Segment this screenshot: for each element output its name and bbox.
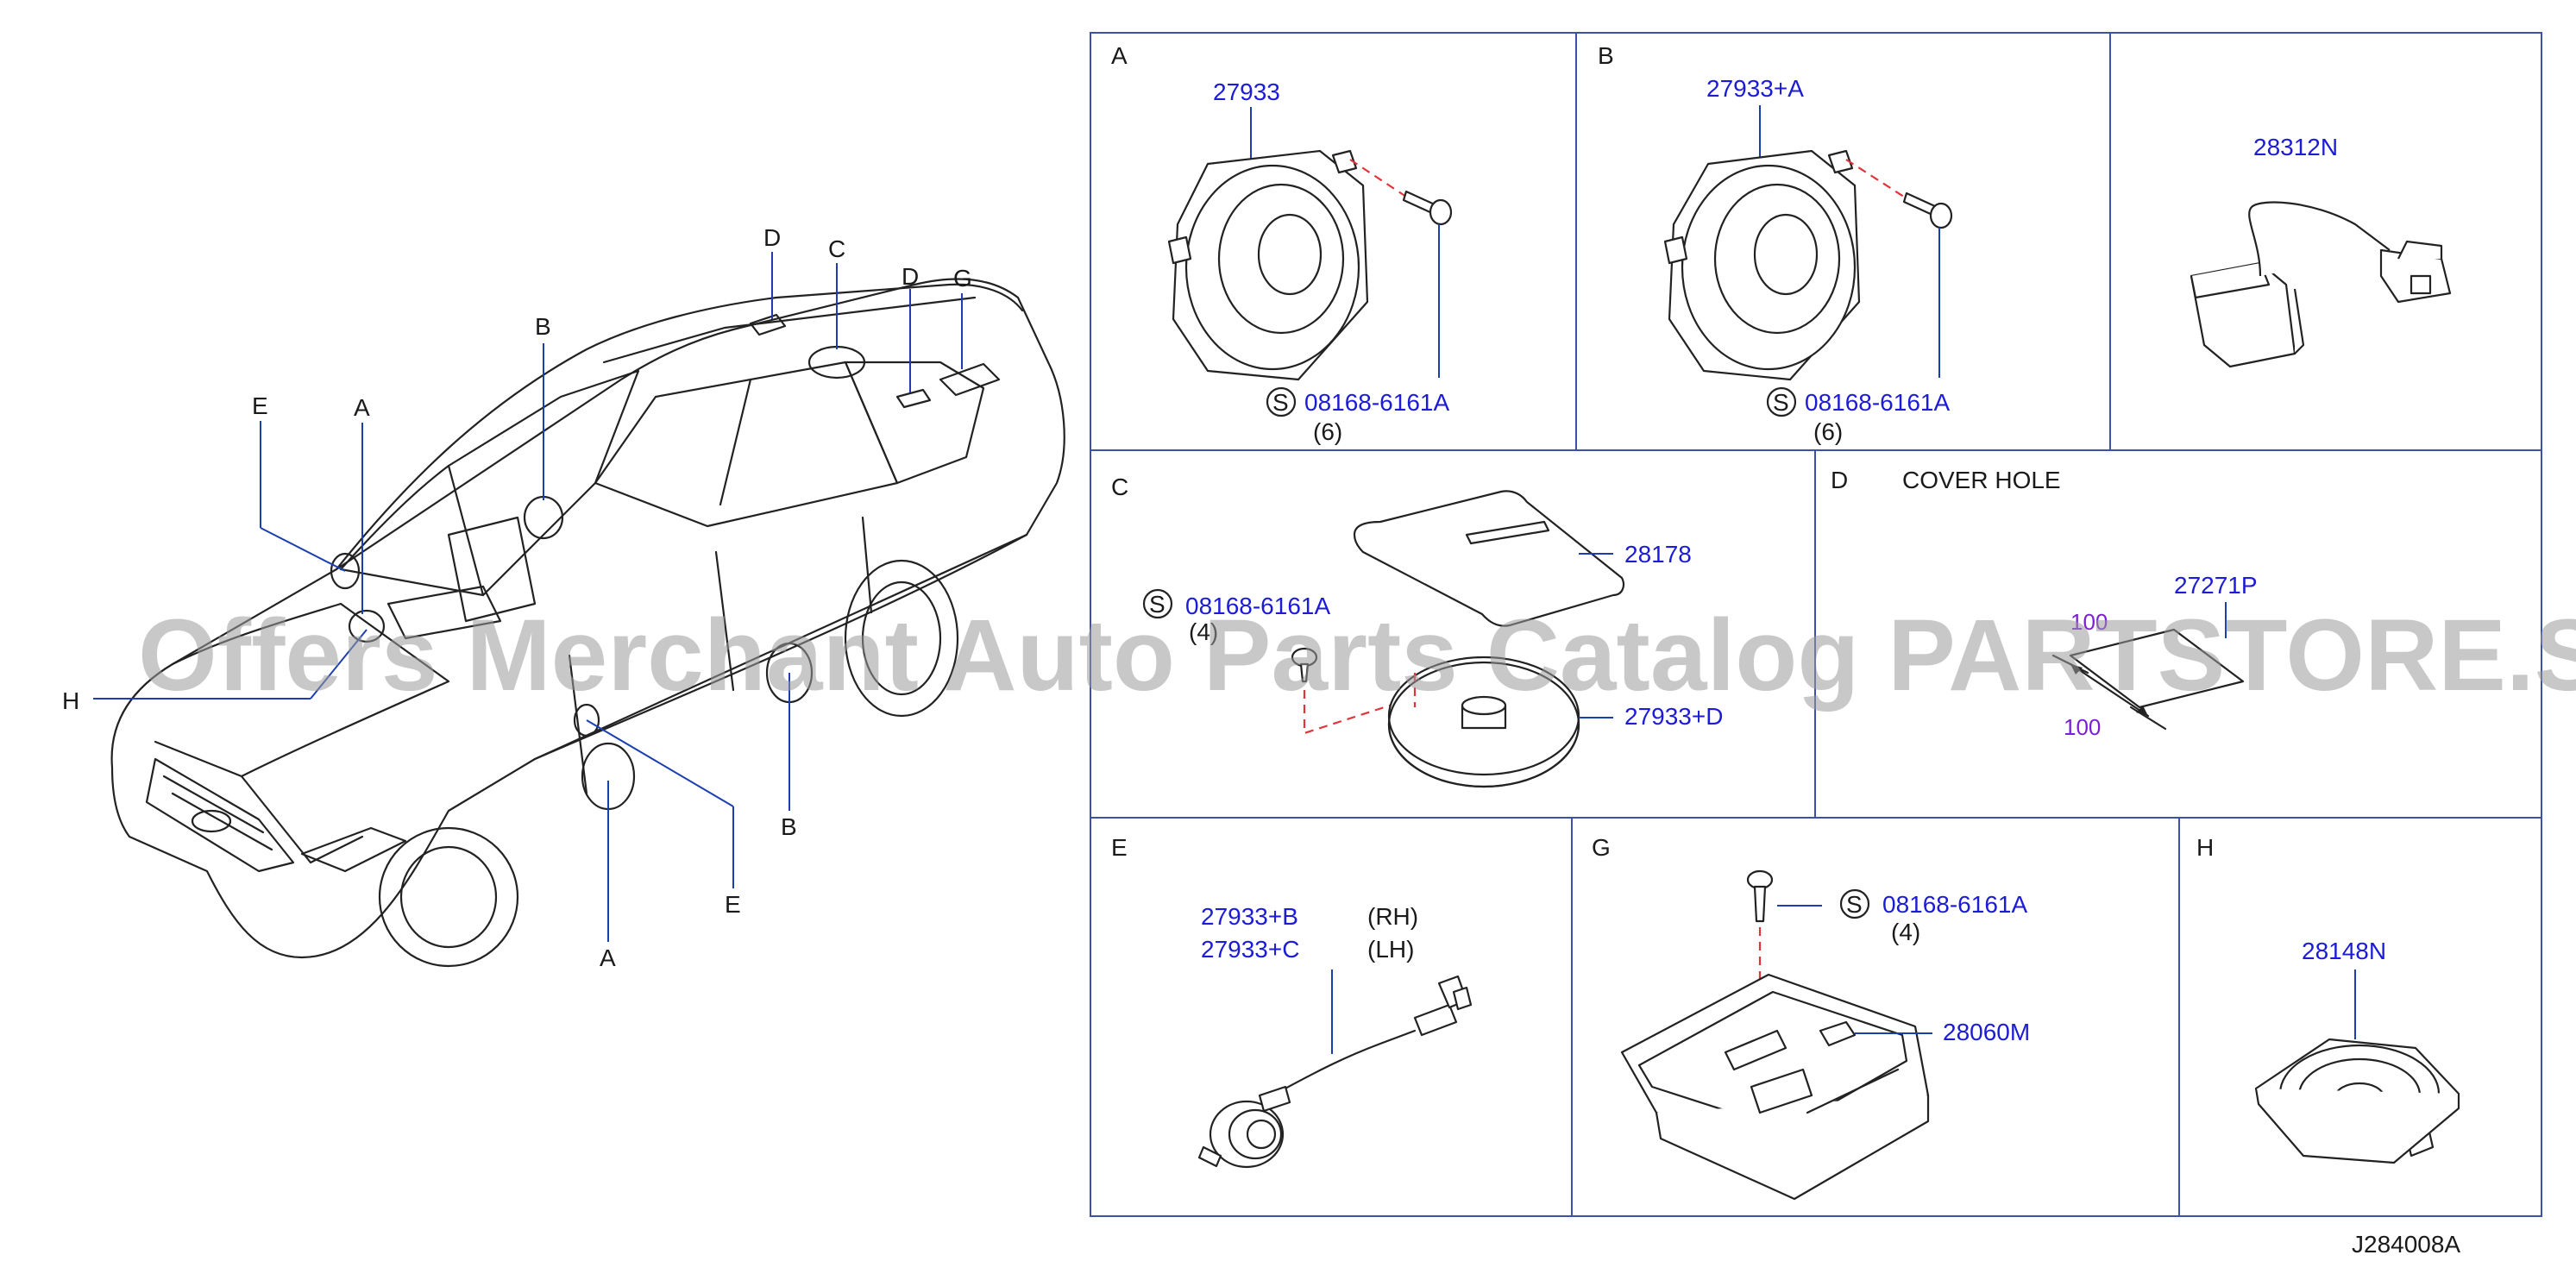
panel-c-speaker-number: 27933+D xyxy=(1624,703,1723,730)
callout-d-1: D xyxy=(763,224,781,251)
tweeter-icon xyxy=(1197,975,1473,1169)
screw-icon xyxy=(1402,190,1453,226)
panel-e-rh: (RH) xyxy=(1367,903,1418,930)
panel-g-screw-number: 08168-6161A xyxy=(1882,891,2027,918)
panel-c-cover-number: 28178 xyxy=(1624,541,1692,568)
panel-b-screw-number: 08168-6161A xyxy=(1805,389,1950,416)
panel-c-qty: (4) xyxy=(1189,618,1218,645)
panel-a: A 27933 S 08168-6161A (6) xyxy=(1111,42,1453,445)
speaker-icon xyxy=(2254,1038,2460,1164)
screw-icon xyxy=(1291,647,1318,683)
panel-d: D COVER HOLE 27271P 100 100 xyxy=(1831,467,2258,740)
panel-g-qty: (4) xyxy=(1891,919,1920,945)
panel-antenna: 28312N xyxy=(2190,134,2452,368)
panel-b-qty: (6) xyxy=(1813,418,1843,445)
panel-e-part-lh: 27933+C xyxy=(1201,936,1299,963)
callout-b-2: B xyxy=(781,813,797,840)
panel-c: C 28178 S 08168-6161A (4) 27933+D xyxy=(1111,474,1723,788)
callout-c: C xyxy=(828,235,845,262)
callout-a-2: A xyxy=(600,944,616,971)
panel-b: B 27933+A S 08168-6161A (6) xyxy=(1598,42,1953,445)
panel-c-screw-number: 08168-6161A xyxy=(1185,593,1330,619)
panel-b-s-mark: S xyxy=(1773,389,1789,416)
cover-icon xyxy=(1353,490,1625,627)
panel-c-letter: C xyxy=(1111,474,1128,500)
screw-icon xyxy=(1902,191,1953,229)
callout-e-1: E xyxy=(252,392,268,419)
panel-e-lh: (LH) xyxy=(1367,936,1414,963)
panel-g: G S 08168-6161A (4) 28060M xyxy=(1592,834,2030,1201)
antenna-part-number: 28312N xyxy=(2253,134,2338,160)
callout-e-2: E xyxy=(725,891,741,918)
panel-d-letter: D xyxy=(1831,467,1848,493)
panel-a-letter: A xyxy=(1111,42,1128,69)
antenna-module-icon xyxy=(2190,201,2452,368)
cover-hole-dimension xyxy=(2051,628,2245,731)
panel-h: H 28148N xyxy=(2196,834,2460,1164)
watermark: Offers Merchant Auto Parts Catalog PARTS… xyxy=(138,599,2576,712)
speaker-icon xyxy=(1167,149,1369,381)
panel-g-amp-number: 28060M xyxy=(1943,1019,2030,1045)
callout-d-2: D xyxy=(902,263,919,290)
panel-g-s-mark: S xyxy=(1846,891,1863,918)
panel-c-s-mark: S xyxy=(1149,591,1165,618)
panel-b-letter: B xyxy=(1598,42,1614,69)
diagram-id: J284008A xyxy=(2352,1231,2460,1258)
panel-a-s-mark: S xyxy=(1272,389,1289,416)
panel-h-part-number: 28148N xyxy=(2302,938,2386,964)
panel-e-letter: E xyxy=(1111,834,1128,861)
speaker-icon xyxy=(1387,656,1580,788)
speaker-icon xyxy=(1663,149,1861,381)
panel-d-dim-2: 100 xyxy=(2064,714,2101,740)
panel-e: E 27933+B (RH) 27933+C (LH) xyxy=(1111,834,1473,1169)
callout-h: H xyxy=(62,687,79,714)
panel-a-part-number: 27933 xyxy=(1213,78,1280,105)
panel-d-part-number: 27271P xyxy=(2174,572,2258,599)
panel-d-title: COVER HOLE xyxy=(1902,467,2061,493)
panel-h-letter: H xyxy=(2196,834,2214,861)
car-callouts: D C D G B E A H B E A xyxy=(62,224,972,971)
panel-a-screw-number: 08168-6161A xyxy=(1304,389,1449,416)
panel-e-part-rh: 27933+B xyxy=(1201,903,1298,930)
amplifier-icon xyxy=(1620,973,1930,1201)
bolt-icon xyxy=(1746,869,1774,923)
panel-g-letter: G xyxy=(1592,834,1611,861)
callout-g: G xyxy=(953,265,972,292)
callout-a-1: A xyxy=(354,394,370,421)
panel-a-qty: (6) xyxy=(1313,418,1342,445)
panel-grid xyxy=(1090,32,2542,1217)
panel-d-dim-1: 100 xyxy=(2070,609,2108,635)
callout-b-1: B xyxy=(535,313,551,340)
car-illustration xyxy=(110,278,1065,968)
panel-b-part-number: 27933+A xyxy=(1706,75,1804,102)
